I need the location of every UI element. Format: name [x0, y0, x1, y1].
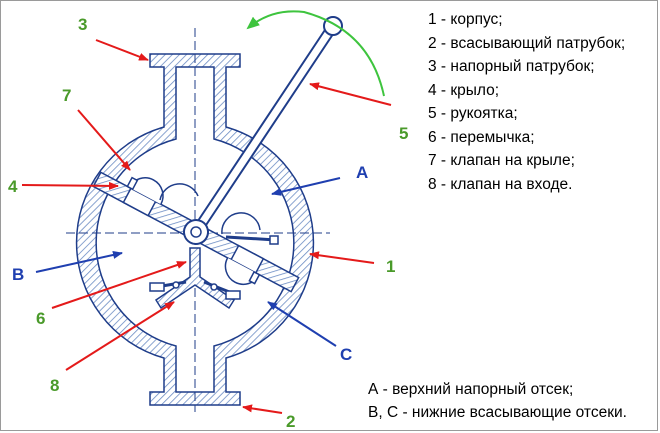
parts-legend: 1 - корпус; 2 - всасывающий патрубок; 3 … — [428, 8, 625, 196]
legend-item: 2 - всасывающий патрубок; — [428, 34, 626, 52]
label-a: A — [356, 163, 368, 182]
label-1: 1 — [386, 257, 395, 276]
legend-item: 4 - крыло; — [428, 81, 500, 99]
legend-item: 3 - напорный патрубок; — [428, 58, 595, 75]
handle — [190, 16, 343, 238]
legend-item: 1 - корпус; — [428, 11, 503, 28]
compartment-notes: А - верхний напорный отсек; В, С - нижни… — [368, 378, 627, 424]
note-item: В, С - нижние всасывающие отсеки. — [368, 404, 627, 421]
label-3: 3 — [78, 15, 87, 34]
legend-item: 7 - клапан на крыле; — [428, 152, 575, 169]
label-6: 6 — [36, 309, 45, 328]
legend-item: 5 - рукоятка; — [428, 105, 518, 122]
label-4: 4 — [8, 177, 18, 196]
note-item: А - верхний напорный отсек; — [368, 381, 574, 398]
callout-arrows-red — [21, 39, 392, 414]
label-c: C — [340, 345, 352, 364]
legend-item: 8 - клапан на входе. — [428, 175, 573, 193]
label-b: B — [12, 265, 24, 284]
wing — [92, 171, 300, 293]
legend-item: 6 - перемычка; — [428, 128, 535, 146]
callout-arrows-blue — [35, 177, 341, 347]
label-8: 8 — [50, 376, 59, 395]
rotation-arrow — [246, 10, 385, 97]
label-5: 5 — [399, 124, 408, 143]
label-7: 7 — [62, 86, 71, 105]
wing-valves — [159, 183, 279, 245]
partition-and-inlet-valves — [149, 247, 241, 310]
label-2: 2 — [286, 412, 295, 431]
